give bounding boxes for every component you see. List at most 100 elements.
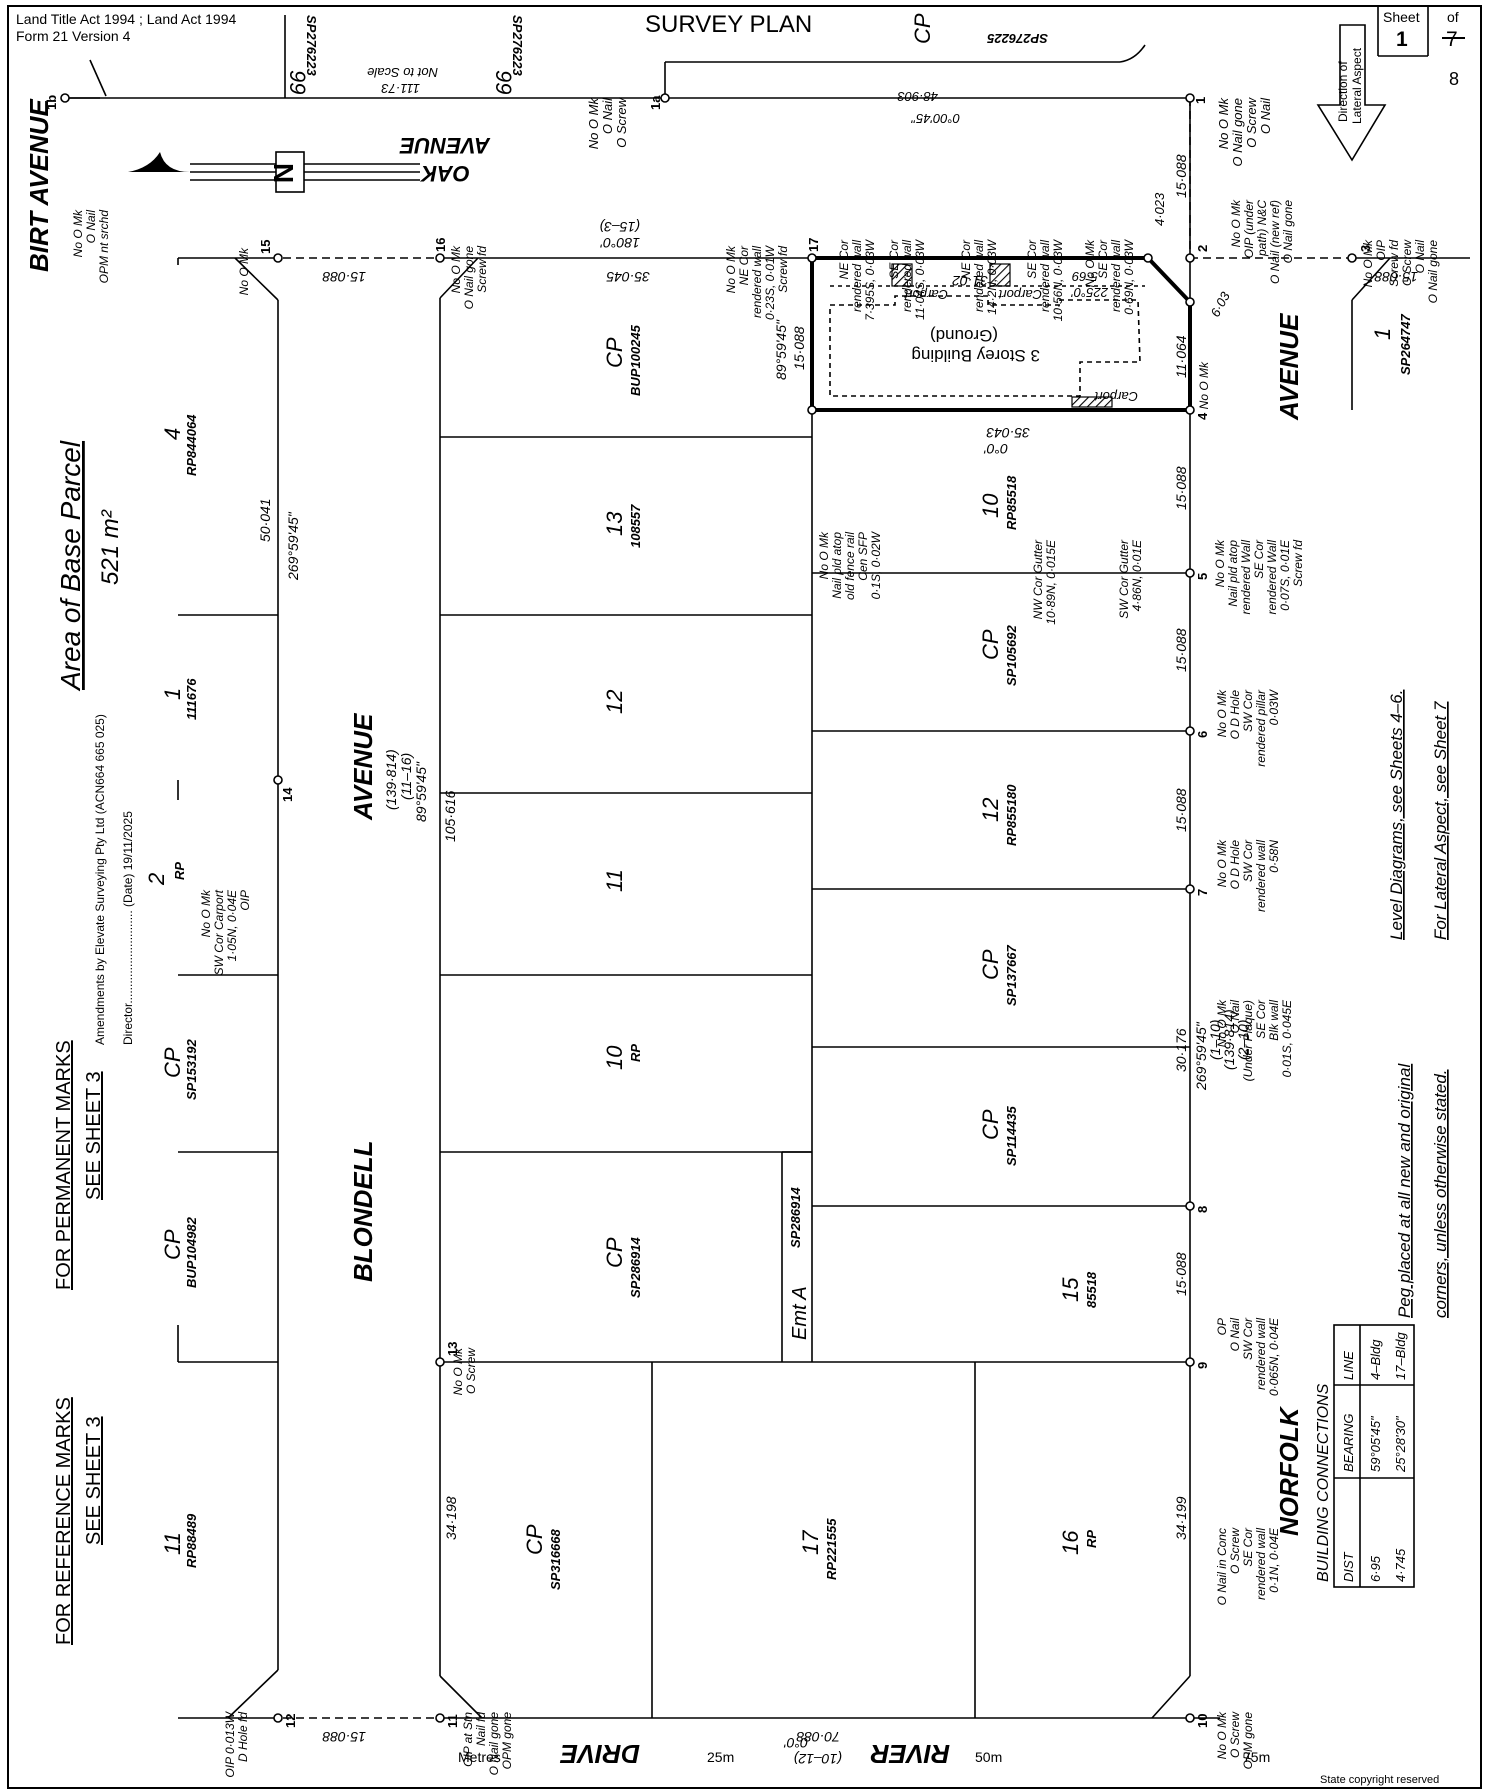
of-label: of xyxy=(1447,9,1459,25)
area-value: 521 m² xyxy=(97,509,124,585)
building-label-1: 3 Storey Building xyxy=(911,346,1040,365)
lot-13: 13 xyxy=(602,511,627,536)
bearing-269-left: 269°59'45" xyxy=(285,511,301,581)
dim-569: 5·69 xyxy=(1072,269,1098,284)
station-7: 7 xyxy=(1195,889,1210,896)
mark-note-m4: No O MkNail pld atoprendered WallSE Corr… xyxy=(1213,539,1305,614)
conn-cell-1-2: 4·745 xyxy=(1393,1548,1408,1582)
dim-15088-r3: 15·088 xyxy=(1173,788,1189,832)
mark-note-m1: No O MkO Nail goneO ScrewO Nail xyxy=(1216,96,1273,166)
bearing-1-10: (1–10) xyxy=(1207,1020,1223,1060)
amendments-text: Amendments by Elevate Surveying Pty Ltd … xyxy=(93,714,107,1045)
dim-50041: 50·041 xyxy=(257,498,273,542)
dim-15088-subject: 15·088 xyxy=(791,326,807,370)
station-1a: 1a xyxy=(648,95,663,110)
station-1: 1 xyxy=(1193,97,1208,104)
plan-111676: 111676 xyxy=(184,678,199,720)
dim-15088-r4: 15·088 xyxy=(1173,1252,1189,1296)
conn-cell-0-1: 59°05'45" xyxy=(1368,1415,1383,1472)
nts-label: Not to Scale xyxy=(367,65,438,80)
north-arrow-icon: N xyxy=(128,151,420,193)
lot-1: 1 xyxy=(160,688,185,700)
carport-label-3: Carport xyxy=(1093,389,1138,404)
mark-note-nwcor: NW Cor Gutter10·89N, 0·015E xyxy=(1031,539,1058,625)
dim-15088-r2: 15·088 xyxy=(1173,628,1189,672)
plan-rp-16: RP xyxy=(1084,1530,1099,1548)
bearing-8959: 89°59'45" xyxy=(773,319,789,380)
conn-cell-1-1: 25°28'30" xyxy=(1393,1415,1408,1473)
bearing-15-3: (15–3) xyxy=(600,219,640,235)
dim-15088-top-right: 15·088 xyxy=(1374,269,1418,285)
lot-cp-sp286914: CP xyxy=(602,1237,627,1268)
scale-25m: 25m xyxy=(707,1749,734,1765)
dim-34198: 34·198 xyxy=(443,1496,459,1540)
plan-title: SURVEY PLAN xyxy=(645,11,812,38)
road-norfolk-2: NORFOLK xyxy=(1274,1405,1304,1536)
station-16: 16 xyxy=(433,238,448,252)
station-13: 13 xyxy=(445,1342,460,1356)
dim-3102: 31·02 xyxy=(952,273,988,289)
lot-16: 16 xyxy=(1058,1530,1083,1555)
peg-note-1: Peg placed at all new and original xyxy=(1395,1063,1414,1318)
connections-title: BUILDING CONNECTIONS xyxy=(1315,1383,1332,1582)
lot-cp-sp316668: CP xyxy=(522,1524,547,1555)
mark-note-m16: No O MkO Nail goneScrew fd xyxy=(449,245,489,309)
area-title: Area of Base Parcel xyxy=(55,440,86,692)
plan-sp105692: SP105692 xyxy=(1004,625,1019,686)
mark-note-m7: No O MkO Nail(Under Plaque)SE CorBlk wal… xyxy=(1215,999,1294,1081)
station-6: 6 xyxy=(1195,731,1210,738)
mark-note-m11: OIP at StnNail fdO Nail goneOPM gone xyxy=(461,1712,514,1776)
dim-34199: 34·199 xyxy=(1173,1496,1189,1540)
mark-note-m12: OIP 0·013WD Hole fd xyxy=(223,1710,250,1777)
bearing-225: 225°0' xyxy=(1071,285,1109,300)
plan-sp137667: SP137667 xyxy=(1004,945,1019,1006)
building-label-2: (Ground) xyxy=(930,326,998,345)
sheet-total-new: 8 xyxy=(1449,69,1459,89)
lateral-aspect-note: For Lateral Aspect, see Sheet 7 xyxy=(1431,701,1450,940)
lot-cp-sp137667: CP xyxy=(978,949,1003,980)
top-distance: 48·903 xyxy=(897,89,938,104)
mark-note-m6: No O MkO D HoleSW Correndered wall0·58N xyxy=(1215,839,1281,912)
copyright: State copyright reserved xyxy=(1320,1774,1439,1786)
bearing-180: 180°0' xyxy=(599,235,640,251)
lot-11: 11 xyxy=(602,869,627,892)
dim-35045: 35·045 xyxy=(606,269,650,285)
station-8: 8 xyxy=(1195,1206,1210,1213)
station-3: 3 xyxy=(1358,245,1373,252)
lot-cp-sp105692: CP xyxy=(978,629,1003,660)
lot-17: 17 xyxy=(798,1530,823,1555)
form-text: Form 21 Version 4 xyxy=(16,28,131,44)
station-12: 12 xyxy=(283,1714,298,1728)
station-10: 10 xyxy=(1195,1714,1210,1728)
lateral-direction-arrow: Direction of Lateral Aspect xyxy=(1316,24,1387,162)
road-river: RIVER xyxy=(870,1739,950,1769)
dim-11064: 11·064 xyxy=(1173,335,1189,378)
plan-bup104982: BUP104982 xyxy=(184,1216,199,1288)
plan-sp286914-emt: SP286914 xyxy=(788,1187,803,1248)
mark-note-m2top: No O MkSE Correndered wall0·69N, 0·03W xyxy=(1083,238,1136,314)
road-norfolk-1: AVENUE xyxy=(1274,313,1304,421)
direction-text-1: Direction of xyxy=(1336,61,1350,122)
dim-15088-r5: 15·088 xyxy=(1173,154,1189,198)
lot-99-a: 99 xyxy=(285,70,310,94)
dim-4023: 4·023 xyxy=(1152,192,1167,226)
dim-30176: 30·176 xyxy=(1173,1028,1189,1072)
conn-cell-1-0: 17–Bldg xyxy=(1393,1332,1408,1380)
direction-text-2: Lateral Aspect xyxy=(1350,47,1364,124)
mark-note-m2: No O MkOIP (underpath) N&CO Nail (new re… xyxy=(1229,199,1295,284)
mark-note-m9: O Nail in ConcO ScrewSE Correndered wall… xyxy=(1215,1527,1281,1606)
station-14: 14 xyxy=(280,787,295,802)
scale-bar: Metres 25m 50m 75m State copyright reser… xyxy=(458,1749,1439,1786)
conn-header-1: BEARING xyxy=(1341,1413,1356,1472)
plan-sp316668: SP316668 xyxy=(548,1529,563,1590)
carport-label-1: Carport xyxy=(903,287,948,302)
plan-rp221555: RP221555 xyxy=(824,1518,839,1580)
plan-bup100245: BUP100245 xyxy=(628,324,643,396)
svg-text:N: N xyxy=(268,163,299,183)
station-5: 5 xyxy=(1195,573,1210,580)
lot-10: 10 xyxy=(978,493,1003,518)
plan-sp276223-a: SP276223 xyxy=(304,15,319,76)
reference-marks-2: SEE SHEET 3 xyxy=(83,1416,105,1545)
blondell-bearing-2: (11–16) xyxy=(398,753,414,800)
